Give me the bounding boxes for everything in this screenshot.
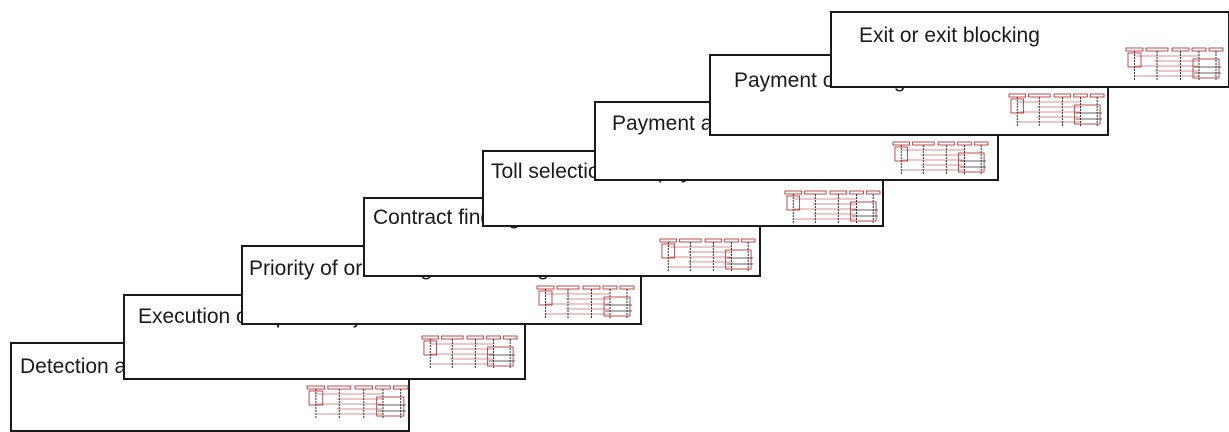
sequence-diagram-thumbnail-6 xyxy=(892,141,989,175)
sequence-diagram-thumbnail-5 xyxy=(784,190,881,224)
sequence-diagram-thumbnail-7 xyxy=(1008,93,1105,127)
sequence-diagram-thumbnail-3 xyxy=(536,285,635,319)
sequence-diagram-thumbnail-2 xyxy=(421,335,518,369)
process-staircase-diagram: Detection and identification of user Exe… xyxy=(10,11,1229,432)
sequence-diagram-thumbnail-8 xyxy=(1125,47,1224,81)
step-label-8: Exit or exit blocking xyxy=(859,24,1040,47)
step-box-8: Exit or exit blocking xyxy=(830,11,1229,88)
sequence-diagram-thumbnail-1 xyxy=(306,385,409,419)
sequence-diagram-thumbnail-4 xyxy=(659,238,756,272)
